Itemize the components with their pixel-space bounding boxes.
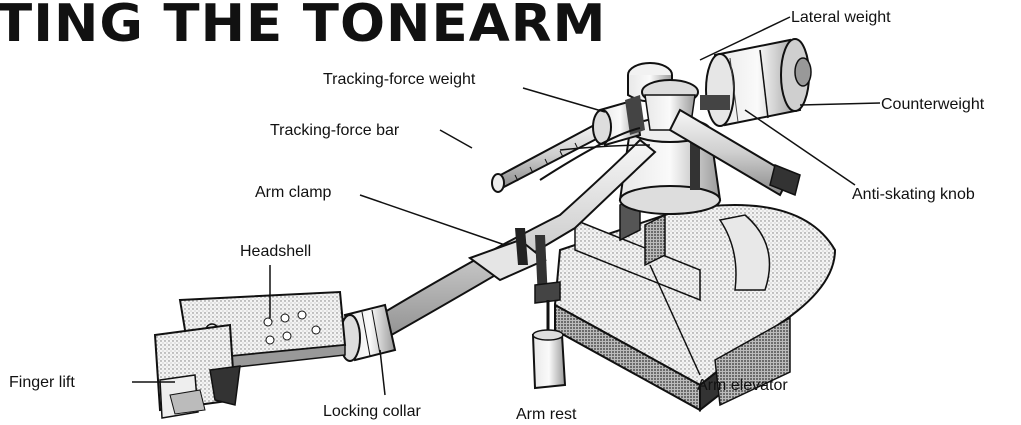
tracking-force-weight	[592, 95, 645, 147]
label-anti-skating-knob: Anti-skating knob	[852, 186, 975, 203]
label-arm-elevator: Arm elevator	[697, 377, 788, 394]
leader-lines	[132, 16, 881, 396]
label-arm-clamp: Arm clamp	[255, 184, 332, 201]
leader-locking-collar	[379, 349, 386, 396]
cartridge	[153, 323, 241, 419]
label-locking-collar: Locking collar	[323, 403, 421, 420]
counterweight	[700, 38, 812, 127]
label-headshell: Headshell	[240, 243, 312, 260]
leader-counterweight	[799, 102, 881, 106]
label-counterweight: Counterweight	[881, 96, 985, 113]
label-arm-rest: Arm rest	[516, 406, 577, 423]
label-finger-lift: Finger lift	[9, 374, 75, 391]
leader-tracking-force-weight	[522, 87, 606, 113]
leader-lateral-weight	[699, 16, 791, 61]
tonearm-base	[553, 193, 837, 413]
label-tracking-force-bar: Tracking-force bar	[270, 122, 400, 139]
tracking-force-bar	[491, 120, 608, 193]
leader-anti-skating-knob	[744, 109, 856, 186]
page-title: TING THE TONEARM	[0, 0, 607, 54]
rear-arm	[668, 108, 801, 197]
lateral-weight	[627, 62, 699, 131]
arm-rest	[531, 281, 567, 390]
leader-tracking-force-bar	[439, 129, 473, 149]
locking-collar	[339, 303, 397, 362]
label-lateral-weight: Lateral weight	[791, 9, 891, 26]
leader-arm-elevator	[649, 264, 701, 376]
label-tracking-force-weight: Tracking-force weight	[323, 71, 476, 88]
leader-arm-clamp	[359, 194, 506, 246]
